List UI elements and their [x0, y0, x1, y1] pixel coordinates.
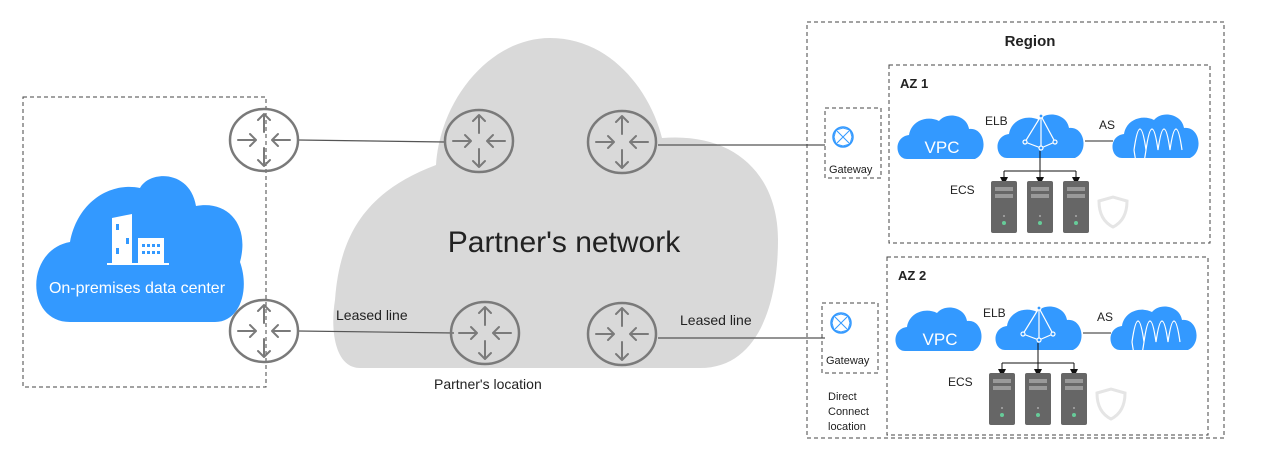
az-1: AZ 1 VPC ELB AS ECS — [888, 64, 1211, 244]
region-title: Region — [1005, 33, 1056, 50]
ecs-server[interactable] — [1025, 373, 1051, 425]
az-2: AZ 2 VPC ELB AS ECS — [886, 256, 1209, 436]
ecs-label: ECS — [950, 183, 975, 197]
partner-network-cloud[interactable] — [333, 38, 778, 368]
partner-network-label: Partner's network — [448, 226, 681, 259]
partner-location-label: Partner's location — [434, 376, 542, 392]
direct-connect-location-label: Direct Connect location — [828, 391, 872, 433]
ecs-server[interactable] — [991, 181, 1017, 233]
gateway-icon — [830, 312, 852, 334]
as-label: AS — [1097, 310, 1113, 324]
load-balancer-icon — [1020, 305, 1056, 343]
vpc-label: VPC — [925, 138, 960, 157]
leased-line-right-label: Leased line — [680, 312, 752, 328]
az-boundary — [888, 64, 1211, 244]
vpc-cloud[interactable]: VPC — [897, 115, 984, 159]
load-balancer-icon — [1022, 113, 1058, 151]
elb-cloud[interactable] — [997, 113, 1084, 158]
elb-cloud[interactable] — [995, 305, 1082, 350]
vpc-cloud[interactable]: VPC — [895, 307, 982, 351]
elb-label: ELB — [983, 306, 1006, 320]
as-label: AS — [1099, 118, 1115, 132]
elb-to-ecs-arrows — [998, 343, 1078, 377]
elb-label: ELB — [985, 114, 1008, 128]
on-premises-boundary — [22, 96, 267, 388]
ecs-server[interactable] — [1063, 181, 1089, 233]
gateway-1[interactable]: Gateway — [824, 107, 882, 179]
ecs-label: ECS — [948, 375, 973, 389]
as-cloud[interactable] — [1112, 114, 1199, 172]
link-top-left — [297, 139, 446, 143]
router-onprem-bottom[interactable] — [228, 298, 300, 364]
gateway-icon — [832, 126, 854, 148]
az-title: AZ 2 — [898, 268, 926, 283]
gateway-1-label: Gateway — [829, 164, 873, 176]
ecs-server[interactable] — [989, 373, 1015, 425]
leased-line-left-label: Leased line — [336, 307, 408, 323]
link-leased-left — [297, 330, 455, 334]
ecs-server[interactable] — [1061, 373, 1087, 425]
on-premises-label: On-premises data center — [49, 280, 226, 297]
elb-to-ecs-arrows — [1000, 151, 1080, 185]
region-boundary — [806, 21, 1225, 439]
az-boundary — [886, 256, 1209, 436]
as-cloud[interactable] — [1110, 306, 1197, 364]
router-onprem-top[interactable] — [228, 107, 300, 173]
gateway-2[interactable]: Gateway — [821, 302, 879, 374]
vpc-label: VPC — [923, 330, 958, 349]
az-title: AZ 1 — [900, 76, 928, 91]
on-premises-cloud[interactable]: On-premises data center — [36, 176, 244, 322]
auto-scaling-icon — [1131, 320, 1181, 364]
security-shield-icon — [1097, 195, 1129, 229]
ecs-server[interactable] — [1027, 181, 1053, 233]
gateway-2-label: Gateway — [826, 355, 870, 367]
security-shield-icon — [1095, 387, 1127, 421]
auto-scaling-icon — [1133, 128, 1183, 172]
building-icon — [107, 214, 169, 265]
